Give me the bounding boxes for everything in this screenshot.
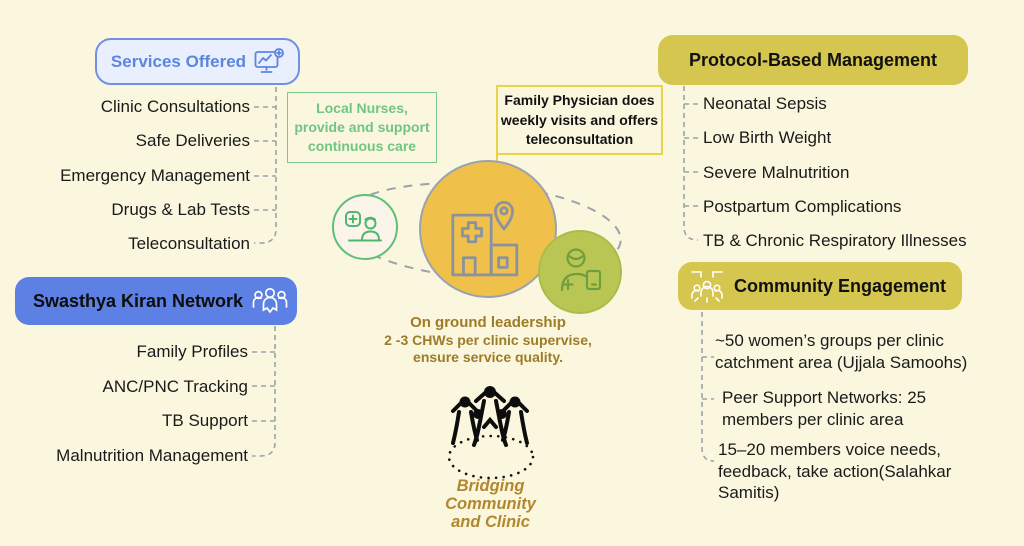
list-item: Neonatal Sepsis bbox=[703, 94, 827, 114]
list-item: Malnutrition Management bbox=[56, 446, 248, 466]
nurse-circle bbox=[332, 194, 398, 260]
list-item: ANC/PNC Tracking bbox=[102, 376, 248, 396]
services-list: Clinic Consultations Safe Deliveries Eme… bbox=[28, 90, 250, 261]
note-line: continuous care bbox=[307, 138, 417, 154]
list-item: TB & Chronic Respiratory Illnesses bbox=[703, 231, 967, 251]
list-item: Drugs & Lab Tests bbox=[111, 200, 250, 220]
clinic-building-pin-icon bbox=[440, 181, 536, 277]
note-line: weekly visits and offers bbox=[500, 111, 659, 128]
family-physician-note: Family Physician does weekly visits and … bbox=[496, 85, 663, 155]
caption-line: Community bbox=[445, 495, 536, 513]
clinic-circle bbox=[419, 160, 557, 298]
people-group-icon bbox=[250, 284, 290, 318]
list-item: Family Profiles bbox=[136, 342, 248, 362]
community-engagement-label: Community Engagement bbox=[734, 275, 947, 296]
physician-tablet-icon bbox=[551, 243, 609, 301]
note-line: teleconsultation bbox=[525, 131, 634, 147]
list-item: Severe Malnutrition bbox=[703, 162, 850, 182]
caption-line: and Clinic bbox=[451, 513, 530, 531]
list-item: TB Support bbox=[162, 411, 248, 431]
physician-circle bbox=[538, 230, 622, 314]
local-nurses-note: Local Nurses, provide and support contin… bbox=[287, 92, 437, 163]
protocol-management-label: Protocol-Based Management bbox=[688, 49, 938, 70]
list-item: Clinic Consultations bbox=[100, 97, 250, 117]
services-offered-label: Services Offered bbox=[110, 51, 247, 71]
community-item: ~50 women’s groups per clinic catchment … bbox=[715, 331, 968, 372]
community-item: Peer Support Networks: 25 members per cl… bbox=[722, 388, 927, 429]
community-item: 15–20 members voice needs, feedback, tak… bbox=[718, 440, 952, 502]
swasthya-kiran-label: Swasthya Kiran Network bbox=[33, 290, 244, 311]
people-network-icon bbox=[688, 268, 726, 304]
list-item: Postpartum Complications bbox=[703, 197, 902, 217]
bridging-caption: Bridging Community and Clinic bbox=[408, 477, 573, 531]
nurse-desk-cross-icon bbox=[342, 205, 388, 249]
note-line: Family Physician does bbox=[504, 92, 655, 108]
community-hands-icon bbox=[440, 376, 540, 462]
swasthya-kiran-header: Swasthya Kiran Network bbox=[15, 277, 297, 325]
list-item: Low Birth Weight bbox=[703, 128, 832, 148]
caption-line: ensure service quality. bbox=[413, 349, 563, 365]
network-list: Family Profiles ANC/PNC Tracking TB Supp… bbox=[26, 335, 248, 473]
bridge-dotted-ellipse bbox=[447, 434, 535, 480]
caption-line: On ground leadership bbox=[410, 314, 566, 331]
note-line: provide and support bbox=[294, 119, 430, 135]
list-item: Teleconsultation bbox=[128, 234, 250, 254]
monitor-chart-plus-icon bbox=[254, 48, 284, 75]
list-item: Emergency Management bbox=[60, 165, 250, 185]
leadership-caption: On ground leadership 2 -3 CHWs per clini… bbox=[338, 314, 638, 367]
caption-line: Bridging bbox=[456, 477, 525, 495]
caption-line: 2 -3 CHWs per clinic supervise, bbox=[384, 331, 592, 348]
services-offered-header: Services Offered bbox=[95, 38, 300, 85]
note-line: Local Nurses, bbox=[316, 100, 408, 116]
community-engagement-header: Community Engagement bbox=[678, 262, 962, 310]
list-item: Safe Deliveries bbox=[135, 131, 250, 151]
protocol-management-header: Protocol-Based Management bbox=[658, 35, 968, 85]
protocol-list: Neonatal Sepsis Low Birth Weight Severe … bbox=[703, 87, 1003, 258]
